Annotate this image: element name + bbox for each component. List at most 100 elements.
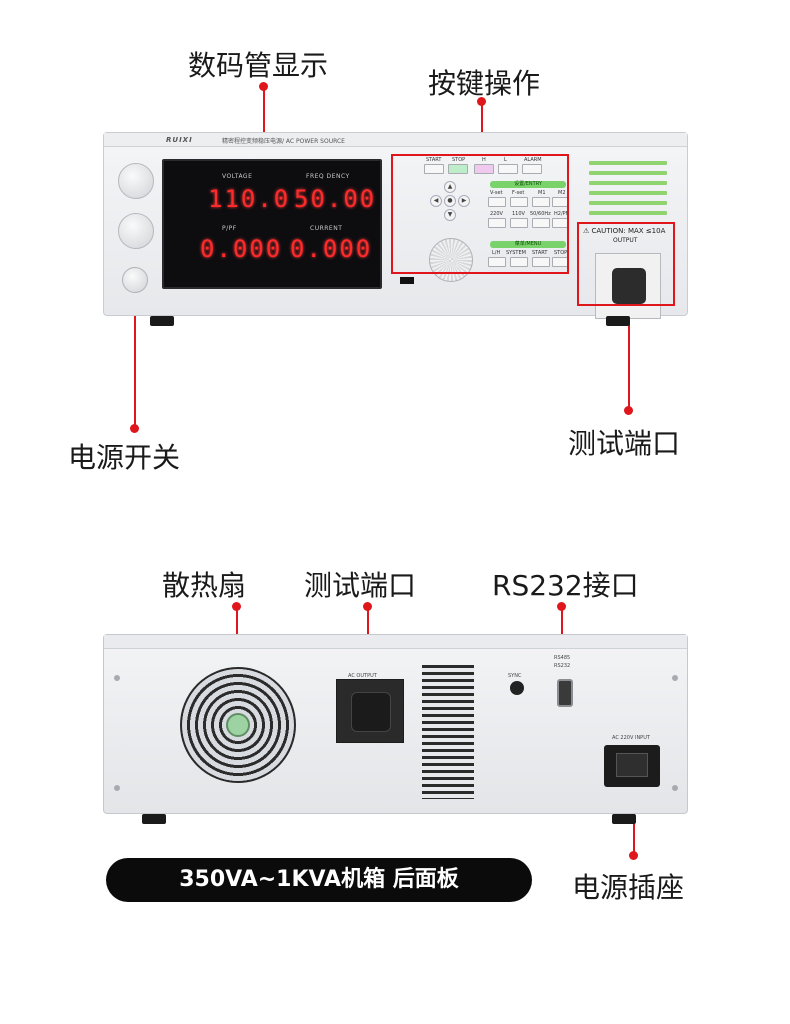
rs232-port[interactable] (557, 679, 573, 707)
system-key[interactable] (510, 257, 528, 267)
voltage-label: VOLTAGE (222, 173, 253, 180)
key-label-alarm: ALARM (524, 157, 542, 163)
current-readout: 0.000 (290, 235, 373, 263)
caution-label: ⚠ CAUTION: MAX ≤10A (583, 227, 666, 235)
key-label-5060hz: 50/60Hz (530, 211, 551, 217)
rear-panel: AC OUTPUT SYNC RS485 RS232 AC 220V INPUT (103, 634, 688, 814)
output-panel: ⚠ CAUTION: MAX ≤10A OUTPUT (579, 155, 679, 319)
sync-label: SYNC (508, 673, 522, 679)
key-label-stop: STOP (452, 157, 466, 163)
front-panel: RUIXI 精密程控变频稳压电源/ AC POWER SOURCE VOLTAG… (103, 132, 688, 319)
rs485-label: RS485 (554, 655, 571, 661)
screw-icon (114, 785, 120, 791)
stop-key[interactable] (448, 164, 468, 174)
digital-display: VOLTAGE FREQ DENCY 110.0 50.00 P/PF CURR… (162, 159, 382, 289)
highlight-box-output (577, 222, 675, 306)
key-label-h: H (482, 157, 486, 163)
rear-panel-banner: 350VA~1KVA机箱 后面板 (106, 858, 532, 902)
sync-jack[interactable] (510, 681, 524, 695)
socket-outlet-icon (351, 692, 391, 732)
leader-line-display (263, 86, 265, 176)
leader-dot-power-socket (629, 851, 638, 860)
highlight-box-display (160, 156, 380, 290)
up-arrow-key[interactable]: ▲ (444, 181, 456, 193)
callout-rs232: RS232接口 (492, 569, 639, 602)
fset-key[interactable] (510, 197, 528, 207)
rear-foot-left (142, 814, 166, 824)
menu-start-key[interactable] (532, 257, 550, 267)
key-panel: START STOP H L ALARM ▲ ◀ ● ▶ ▼ 设置/ENTRY … (394, 155, 570, 273)
left-arrow-key[interactable]: ◀ (430, 195, 442, 207)
key-label-vset: V-set (490, 190, 503, 196)
right-arrow-key[interactable]: ▶ (458, 195, 470, 207)
leader-line-test-port-front (628, 306, 630, 408)
vent-slot (589, 161, 667, 165)
key-label-start: START (426, 157, 442, 163)
entry-group-bar: 设置/ENTRY (490, 181, 566, 188)
brand-logo: RUIXI (166, 136, 193, 144)
key-label-110v: 110V (512, 211, 525, 217)
front-foot-left (150, 316, 174, 326)
voltage-readout: 110.0 (208, 185, 291, 213)
callout-fan: 散热扇 (162, 569, 247, 602)
220v-key[interactable] (488, 218, 506, 228)
power-inlet-socket[interactable] (604, 745, 660, 787)
key-label-lh: L/H (492, 250, 501, 256)
110v-key[interactable] (510, 218, 528, 228)
vent-slot (589, 201, 667, 205)
m1-key[interactable] (532, 197, 550, 207)
menu-group-bar: 菜单/MENU (490, 241, 566, 248)
vent-slot (589, 181, 667, 185)
pf-readout: 0.000 (200, 235, 283, 263)
iec-inlet-icon (616, 753, 648, 777)
vent-slot (589, 191, 667, 195)
key-label-l: L (504, 157, 507, 163)
adjust-knob-upper[interactable] (118, 163, 154, 199)
key-label-system: SYSTEM (506, 250, 526, 256)
socket-outlet-icon (612, 268, 646, 304)
callout-display: 数码管显示 (188, 49, 329, 82)
alarm-key[interactable] (522, 164, 542, 174)
rs232-label: RS232 (554, 663, 571, 669)
vent-grille (422, 665, 474, 799)
callout-test-port-front: 测试端口 (568, 427, 681, 460)
ac-input-label: AC 220V INPUT (612, 735, 650, 741)
5060hz-key[interactable] (532, 218, 550, 228)
rear-output-socket[interactable] (336, 679, 404, 743)
vent-slot (589, 171, 667, 175)
down-arrow-key[interactable]: ▼ (444, 209, 456, 221)
frequency-label: FREQ DENCY (306, 173, 350, 180)
callout-keys: 按键操作 (428, 67, 541, 100)
key-label-menu-start: START (532, 250, 548, 256)
front-foot-right (606, 316, 630, 326)
key-label-h2pf: H2/PF (554, 211, 569, 217)
adjust-knob-lower[interactable] (118, 213, 154, 249)
fan-hub-icon (226, 713, 250, 737)
current-label: CURRENT (310, 225, 343, 232)
pf-label: P/PF (222, 225, 237, 232)
key-label-220v: 220V (490, 211, 503, 217)
leader-line-keys (481, 101, 483, 155)
rear-ac-output-label: AC OUTPUT (348, 673, 377, 679)
key-label-fset: F-set (512, 190, 525, 196)
callout-test-port-rear: 测试端口 (304, 569, 417, 602)
callout-power-switch: 电源开关 (68, 441, 181, 474)
screw-icon (672, 675, 678, 681)
leader-dot-power-switch (130, 424, 139, 433)
power-switch-button[interactable] (122, 267, 148, 293)
vent-slot (589, 211, 667, 215)
front-output-socket[interactable] (595, 253, 661, 319)
screw-icon (672, 785, 678, 791)
rear-top-strip (104, 635, 687, 649)
enter-key[interactable]: ● (444, 195, 456, 207)
highlight-box-keys (391, 154, 569, 274)
h-key[interactable] (474, 164, 494, 174)
start-key[interactable] (424, 164, 444, 174)
cooling-fan (180, 667, 296, 783)
rotary-encoder[interactable] (429, 238, 473, 282)
l-key[interactable] (498, 164, 518, 174)
front-indicator (400, 277, 414, 284)
lh-key[interactable] (488, 257, 506, 267)
vset-key[interactable] (488, 197, 506, 207)
front-top-strip: RUIXI 精密程控变频稳压电源/ AC POWER SOURCE (104, 133, 687, 147)
